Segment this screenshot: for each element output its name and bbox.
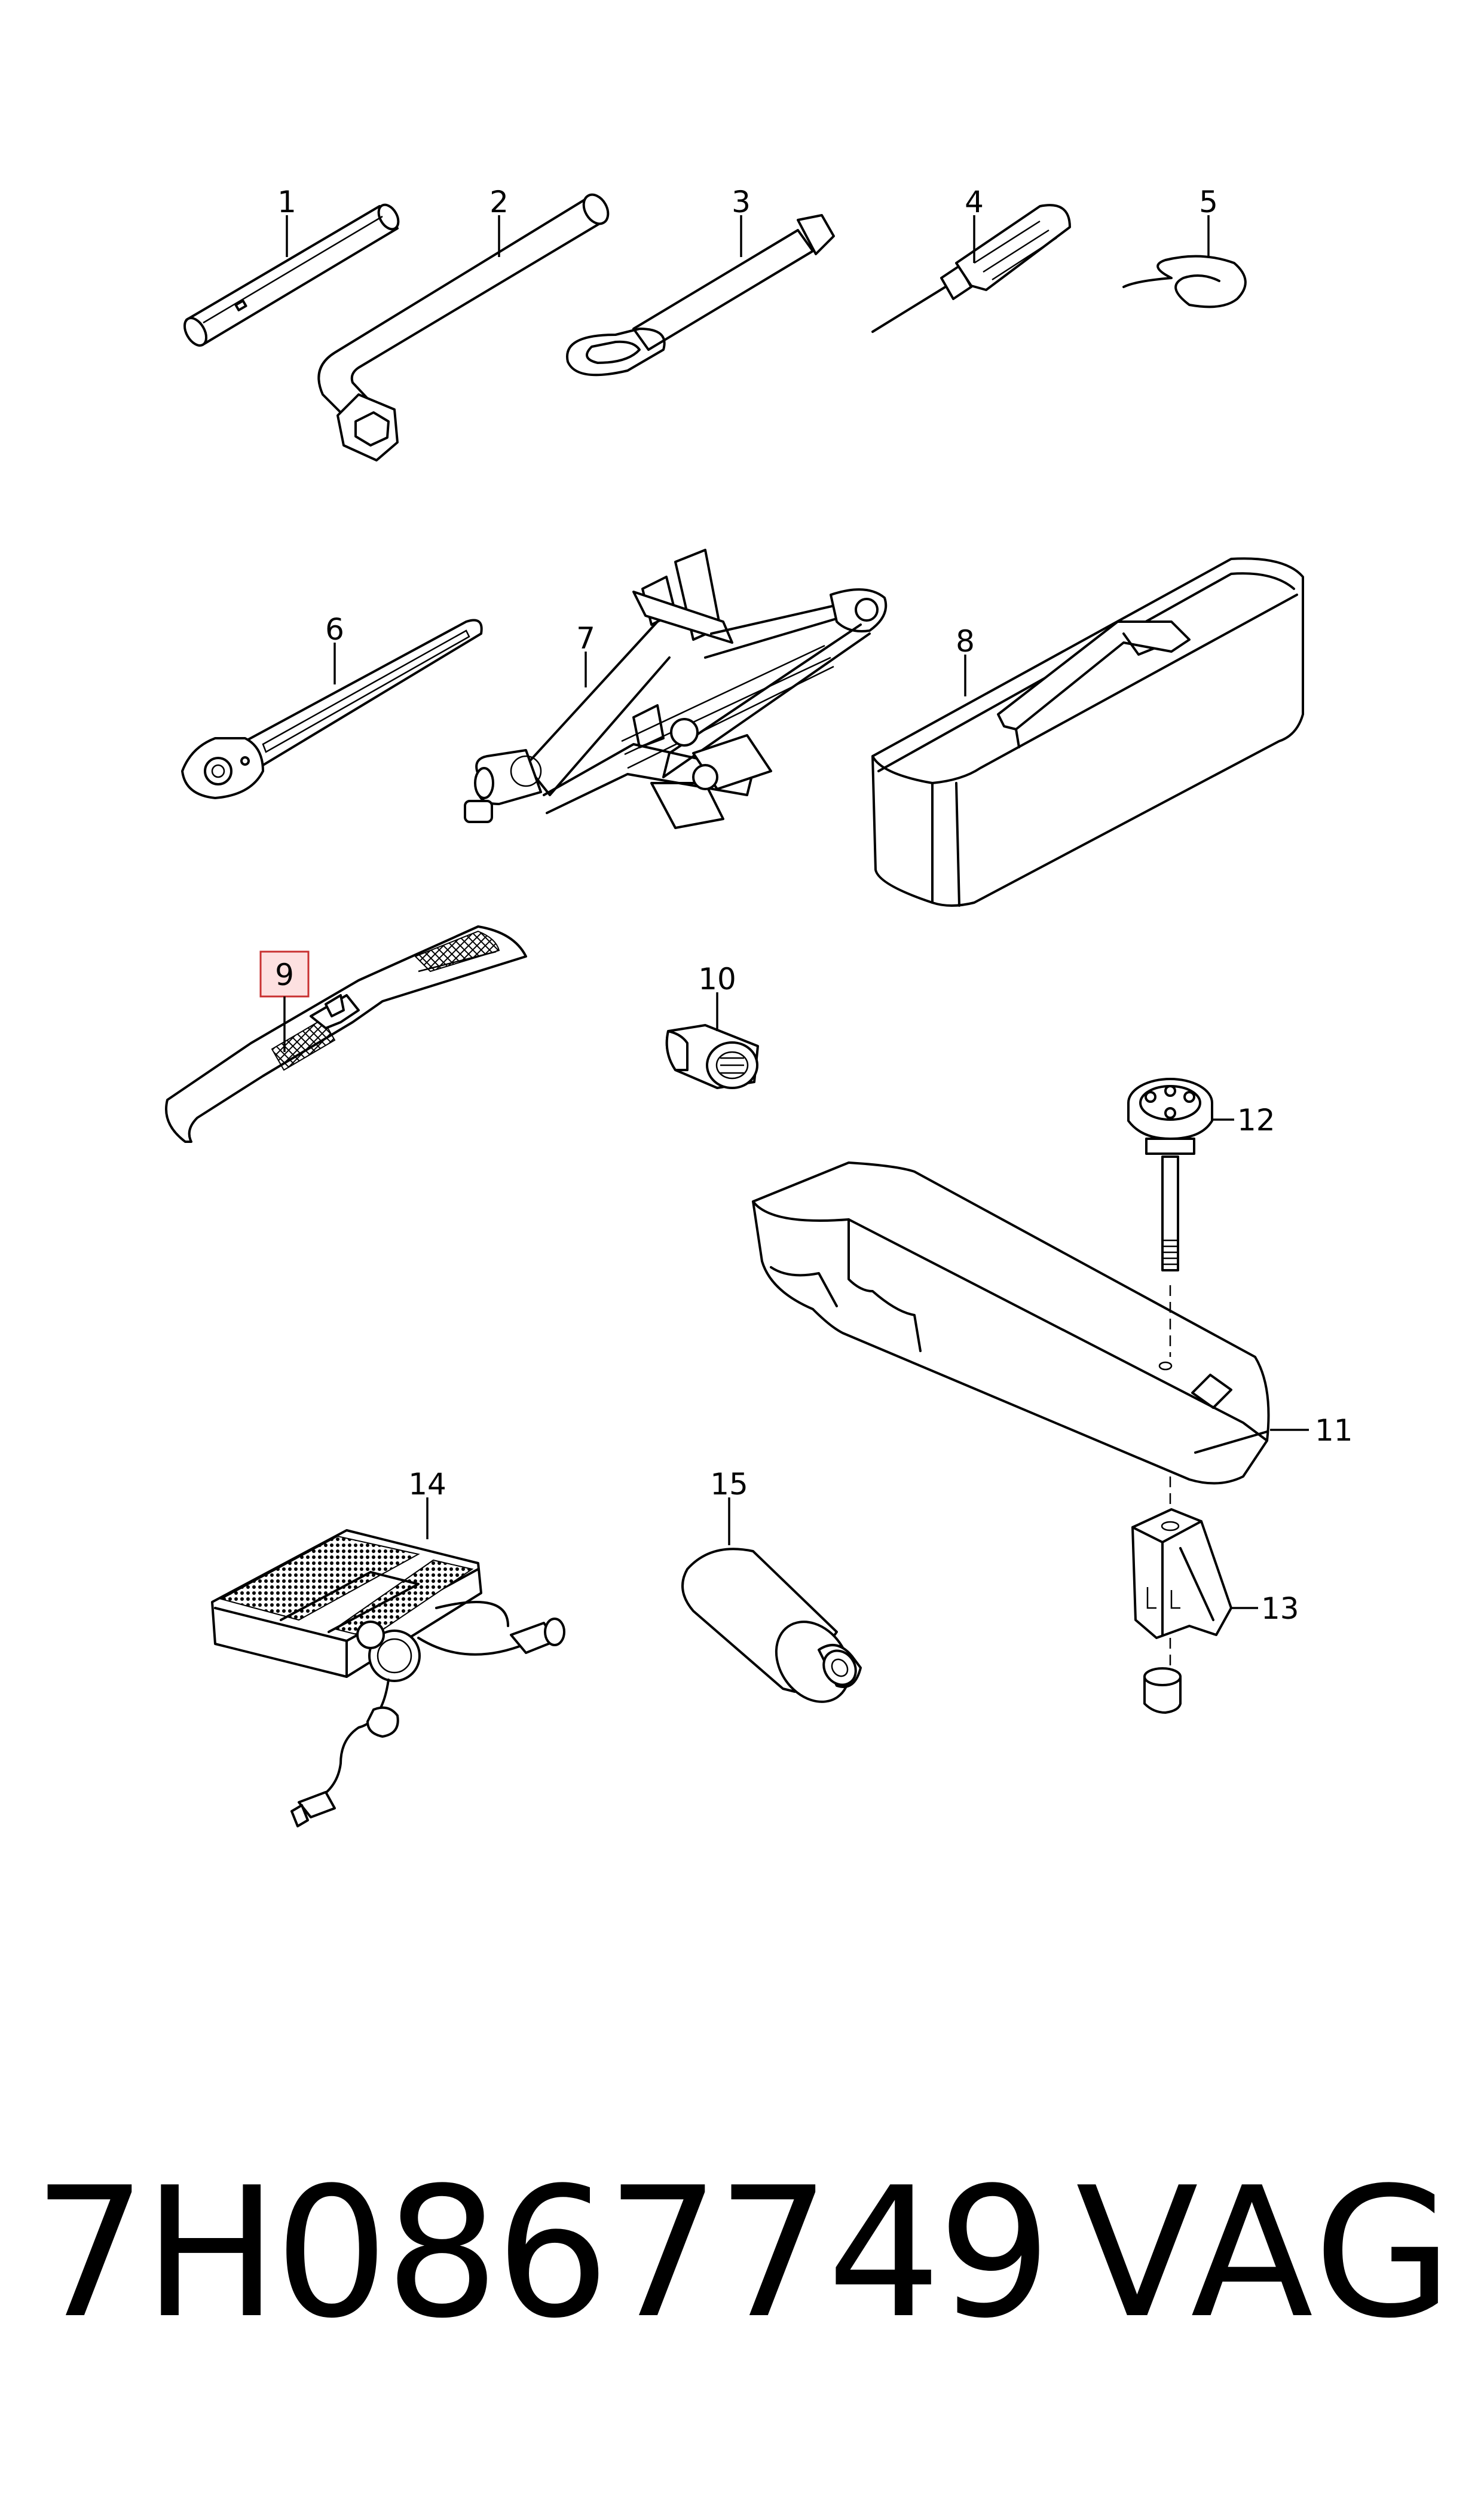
part-6-ratchet-handle [181,619,483,799]
svg-text:15: 15 [710,1467,748,1502]
svg-text:4: 4 [965,185,984,219]
callout-14: 14 [408,1467,446,1539]
part-2-wheel-brace [317,193,610,461]
highlight-box [259,950,310,998]
svg-text:9: 9 [275,958,294,992]
callout-13: 13 [1231,1591,1299,1626]
part-14-compressor [211,1529,565,1827]
callout-7: 7 [576,621,595,687]
svg-text:8: 8 [956,624,975,659]
brand-text: VAG [1076,2149,1457,2358]
svg-text:6: 6 [325,612,344,647]
callout-6: 6 [325,612,344,684]
callout-2: 2 [489,185,509,257]
svg-text:1: 1 [277,185,296,219]
callout-12: 12 [1212,1103,1275,1138]
svg-text:7: 7 [576,621,595,656]
svg-text:3: 3 [732,185,751,219]
callout-1: 1 [277,185,296,257]
part-5-wire-clip [1122,255,1247,308]
part-4-screwdriver [871,204,1071,333]
part-12-knob-screw [1127,1078,1213,1357]
callout-4: 4 [965,185,984,263]
callout-9-highlighted: 9 [259,950,310,1052]
svg-text:2: 2 [489,185,509,219]
callout-8: 8 [956,624,975,696]
callout-5: 5 [1199,185,1218,257]
callout-3: 3 [732,185,751,257]
part-number-text: 7H0867749 [33,2149,1052,2358]
part-15-sealant-bottle [681,1548,862,1703]
part-10-bolt-adapter [665,1024,759,1089]
part-3-towing-eye [566,214,835,377]
svg-text:14: 14 [408,1467,446,1502]
callout-11: 11 [1270,1413,1353,1448]
part-9-lashing-strap [165,925,527,1143]
svg-text:10: 10 [698,962,736,996]
svg-text:13: 13 [1261,1591,1299,1626]
part-11-foam-tray [752,1161,1270,1485]
callout-15: 15 [710,1467,748,1545]
part-13-bracket [1131,1476,1232,1714]
svg-text:12: 12 [1237,1103,1275,1138]
part-1-extension-bar [183,203,400,347]
part-7-scissor-jack [464,549,888,829]
callout-10: 10 [698,962,736,1031]
svg-text:11: 11 [1315,1413,1353,1448]
svg-text:5: 5 [1199,185,1218,219]
part-8-tool-box [871,557,1304,907]
